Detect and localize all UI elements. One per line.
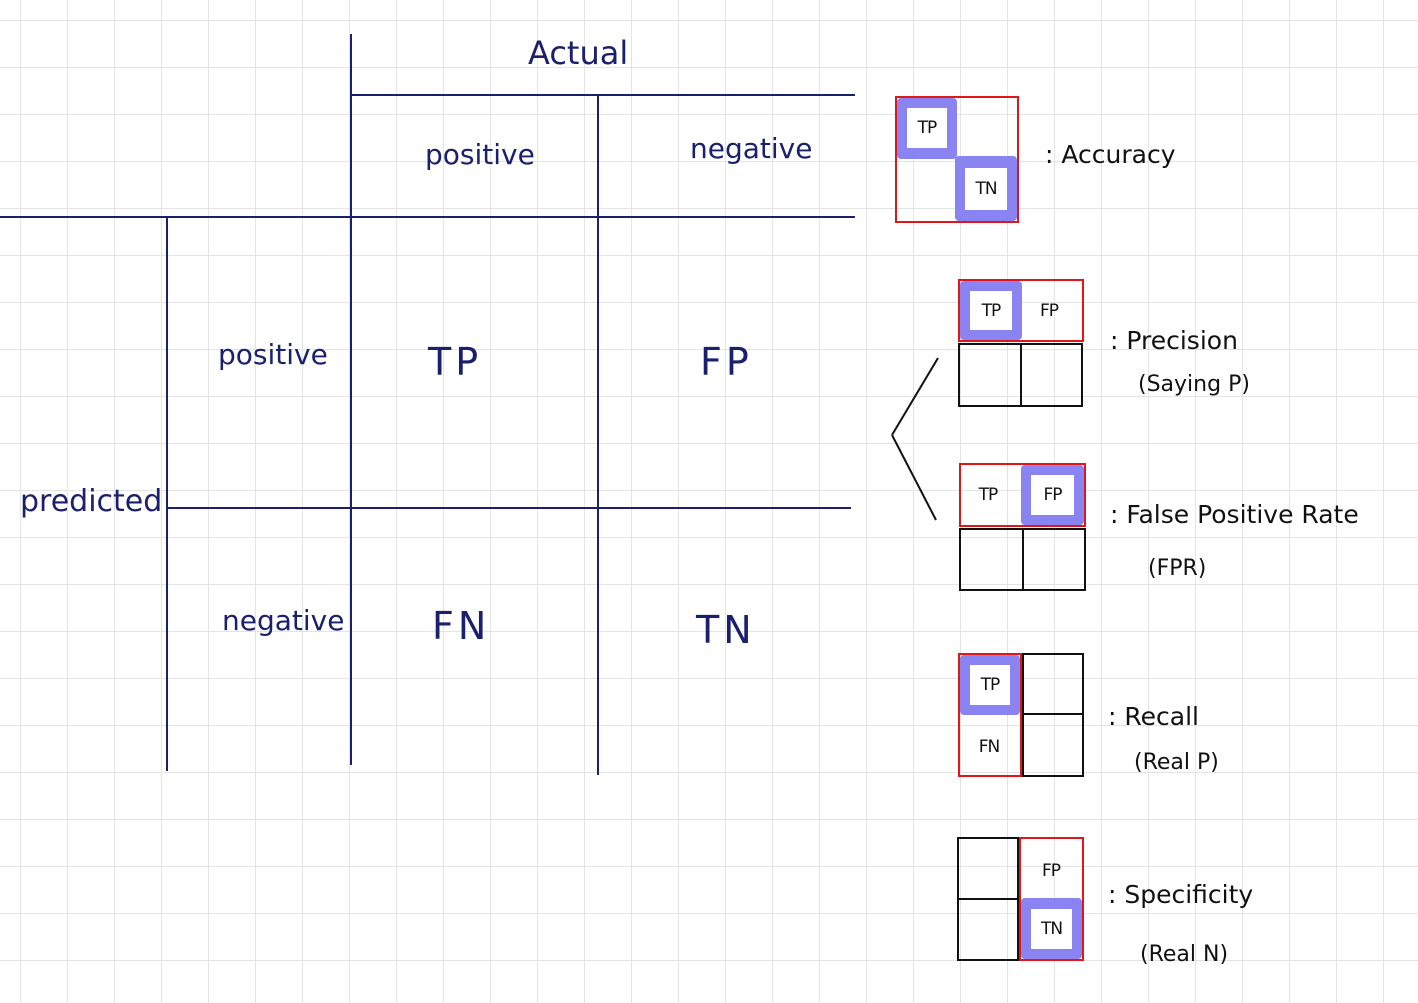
accuracy-highlight-tn-inner <box>965 168 1007 210</box>
predicted-label: predicted <box>20 484 163 519</box>
precision-cell-fp: FP <box>1039 300 1059 321</box>
recall-cell-tp: TP <box>980 675 1001 695</box>
precision-bottom-left <box>958 343 1022 407</box>
fpr-bottom-left <box>959 528 1024 591</box>
row-header-positive: positive <box>218 338 328 371</box>
accuracy-highlight-tp-inner <box>907 108 947 148</box>
row-header-negative: negative <box>222 604 345 637</box>
accuracy-label: : Accuracy <box>1045 140 1176 169</box>
fpr-cell-tp: TP <box>978 485 999 505</box>
recall-label: : Recall <box>1108 702 1199 731</box>
specificity-sub: (Real N) <box>1140 942 1229 967</box>
actual-label: Actual <box>528 34 629 72</box>
fpr-highlight-fp-inner <box>1031 475 1074 515</box>
specificity-highlight-tn-inner <box>1031 909 1072 949</box>
col-header-positive: positive <box>425 138 535 171</box>
fpr-bottom-right <box>1022 528 1086 591</box>
matrix-line-h2 <box>0 216 855 218</box>
accuracy-outline <box>895 96 1019 223</box>
fpr-label: : False Positive Rate <box>1110 500 1359 529</box>
recall-bottom-right <box>1022 713 1084 777</box>
cell-fn: FN <box>432 604 491 648</box>
fpr-cell-fp: FP <box>1043 485 1062 505</box>
recall-sub: (Real P) <box>1134 750 1219 775</box>
precision-bottom-right <box>1020 343 1083 407</box>
precision-label: : Precision <box>1110 326 1238 355</box>
accuracy-cell-tp: TP <box>917 118 938 138</box>
precision-sub: (Saying P) <box>1138 372 1250 397</box>
specificity-bottom-left <box>957 898 1019 961</box>
specificity-label: : Specificity <box>1108 880 1254 909</box>
matrix-line-v2 <box>597 95 599 775</box>
specificity-top-left <box>957 837 1019 900</box>
cell-fp: FP <box>700 340 753 384</box>
specificity-cell-fp: FP <box>1041 861 1061 881</box>
accuracy-cell-tn: TN <box>975 179 997 199</box>
precision-cell-tp: TP <box>981 300 1002 321</box>
matrix-line-h3 <box>168 507 851 509</box>
matrix-line-h1 <box>350 94 855 96</box>
matrix-line-v0 <box>166 218 168 771</box>
specificity-outline <box>1019 837 1084 961</box>
col-header-negative: negative <box>690 132 813 165</box>
recall-cell-fn: FN <box>978 737 1001 757</box>
specificity-cell-tn: TN <box>1040 919 1063 939</box>
fpr-outline <box>959 463 1086 527</box>
cell-tp: TP <box>428 340 483 384</box>
matrix-line-v1 <box>350 34 352 765</box>
cell-tn: TN <box>696 608 756 652</box>
recall-outline <box>958 653 1022 777</box>
precision-outline <box>958 279 1084 342</box>
precision-highlight-tp-inner <box>970 291 1012 330</box>
fpr-sub: (FPR) <box>1148 556 1207 581</box>
recall-highlight-tp-inner <box>970 665 1010 705</box>
recall-top-right <box>1022 653 1084 715</box>
